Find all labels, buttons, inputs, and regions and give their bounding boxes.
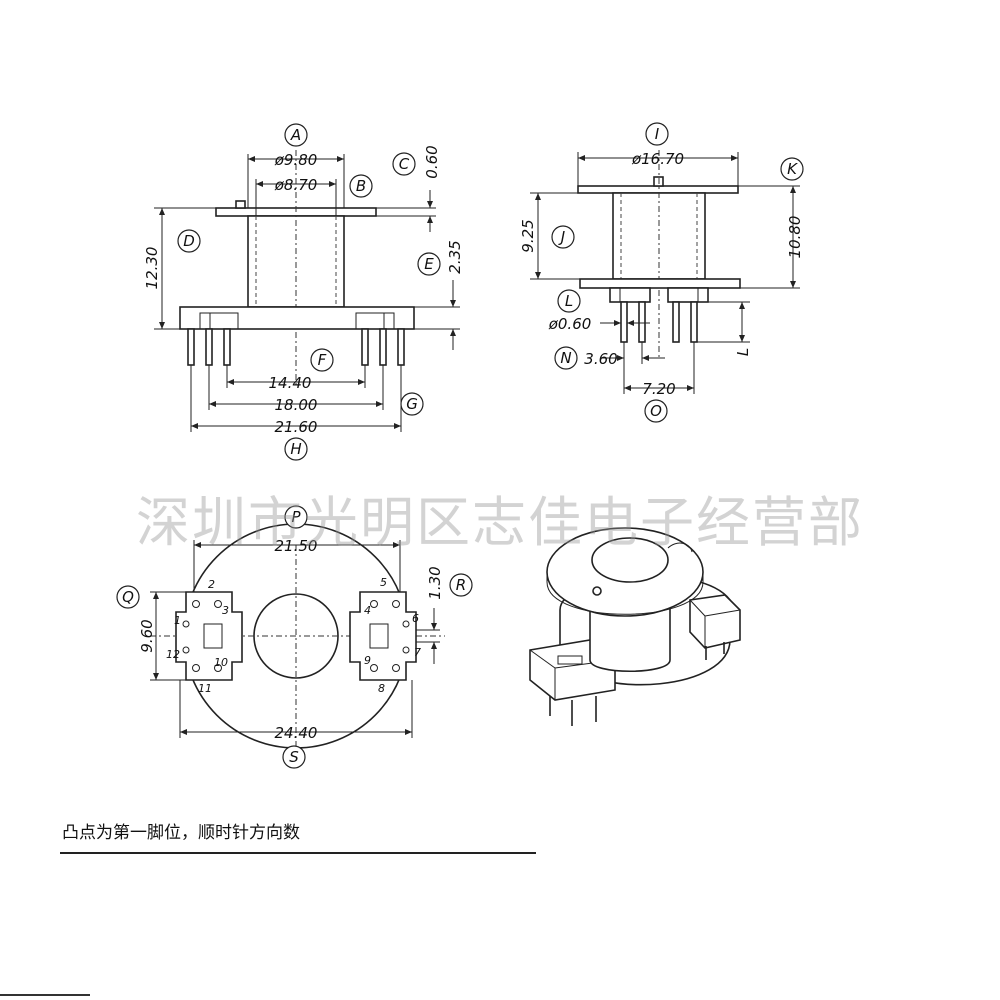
- label-q: Q: [122, 588, 134, 606]
- isometric-view: [529, 527, 741, 726]
- dim-e-value: 2.35: [446, 240, 464, 273]
- label-d: D: [183, 232, 195, 250]
- bottom-view: 1 2 3 4 5 6 7 8 9 10 11 12 21.50 P 9.60 …: [116, 505, 473, 769]
- dim-s-value: 24.40: [275, 724, 318, 742]
- label-h: H: [290, 440, 301, 458]
- label-c: C: [399, 155, 410, 173]
- label-g: G: [406, 395, 418, 413]
- pin-5: 5: [380, 576, 387, 589]
- dim-g-value: 18.00: [275, 396, 318, 414]
- dim-f-value: 14.40: [269, 374, 312, 392]
- front-view: ø9.80 A ø8.70 B 0.60 C 12.30 D 2.35 E: [143, 123, 464, 461]
- dim-q-value: 9.60: [138, 619, 156, 652]
- dim-j-value: 9.25: [519, 219, 537, 252]
- label-n: N: [560, 349, 571, 367]
- pin-order-note: 凸点为第一脚位，顺时针方向数: [62, 823, 300, 843]
- dim-r-value: 1.30: [426, 566, 444, 599]
- label-k: K: [787, 160, 798, 178]
- label-p: P: [291, 508, 301, 526]
- pin-10: 10: [214, 656, 228, 669]
- dim-d-value: 12.30: [143, 247, 161, 290]
- dim-c-value: 0.60: [423, 145, 441, 178]
- dim-p-value: 21.50: [275, 537, 318, 555]
- pin-9: 9: [364, 654, 371, 667]
- label-j: J: [558, 228, 565, 246]
- label-l: L: [565, 292, 573, 310]
- label-b: B: [356, 177, 366, 195]
- label-i: I: [655, 125, 660, 143]
- pin-2: 2: [208, 578, 215, 591]
- dim-a-value: ø9.80: [274, 151, 318, 169]
- label-s: S: [289, 748, 299, 766]
- label-o: O: [650, 402, 662, 420]
- label-a: A: [290, 126, 301, 144]
- dim-b-value: ø8.70: [274, 176, 318, 194]
- pin-6: 6: [412, 612, 419, 625]
- dim-l-pin-length-label: L: [734, 348, 752, 356]
- dim-l-value: ø0.60: [548, 315, 592, 333]
- dim-i-value: ø16.70: [631, 150, 684, 168]
- pin-4: 4: [364, 604, 371, 617]
- pin-7: 7: [414, 646, 421, 659]
- note-underline-divider: [60, 852, 536, 854]
- dim-n-value: 3.60: [584, 350, 617, 368]
- label-r: R: [456, 576, 466, 594]
- side-view: ø16.70 I 10.80 K 9.25 J L ø0.60 N 3.60: [519, 122, 804, 423]
- pin-1: 1: [174, 614, 181, 627]
- label-e: E: [424, 255, 434, 273]
- pin-8: 8: [378, 682, 385, 695]
- pin-12: 12: [166, 648, 180, 661]
- dim-k-value: 10.80: [786, 216, 804, 259]
- corner-divider: [0, 994, 90, 996]
- pin-3: 3: [222, 604, 229, 617]
- label-f: F: [318, 351, 327, 369]
- pin-11: 11: [198, 682, 212, 695]
- dim-o-value: 7.20: [642, 380, 675, 398]
- dim-h-value: 21.60: [275, 418, 318, 436]
